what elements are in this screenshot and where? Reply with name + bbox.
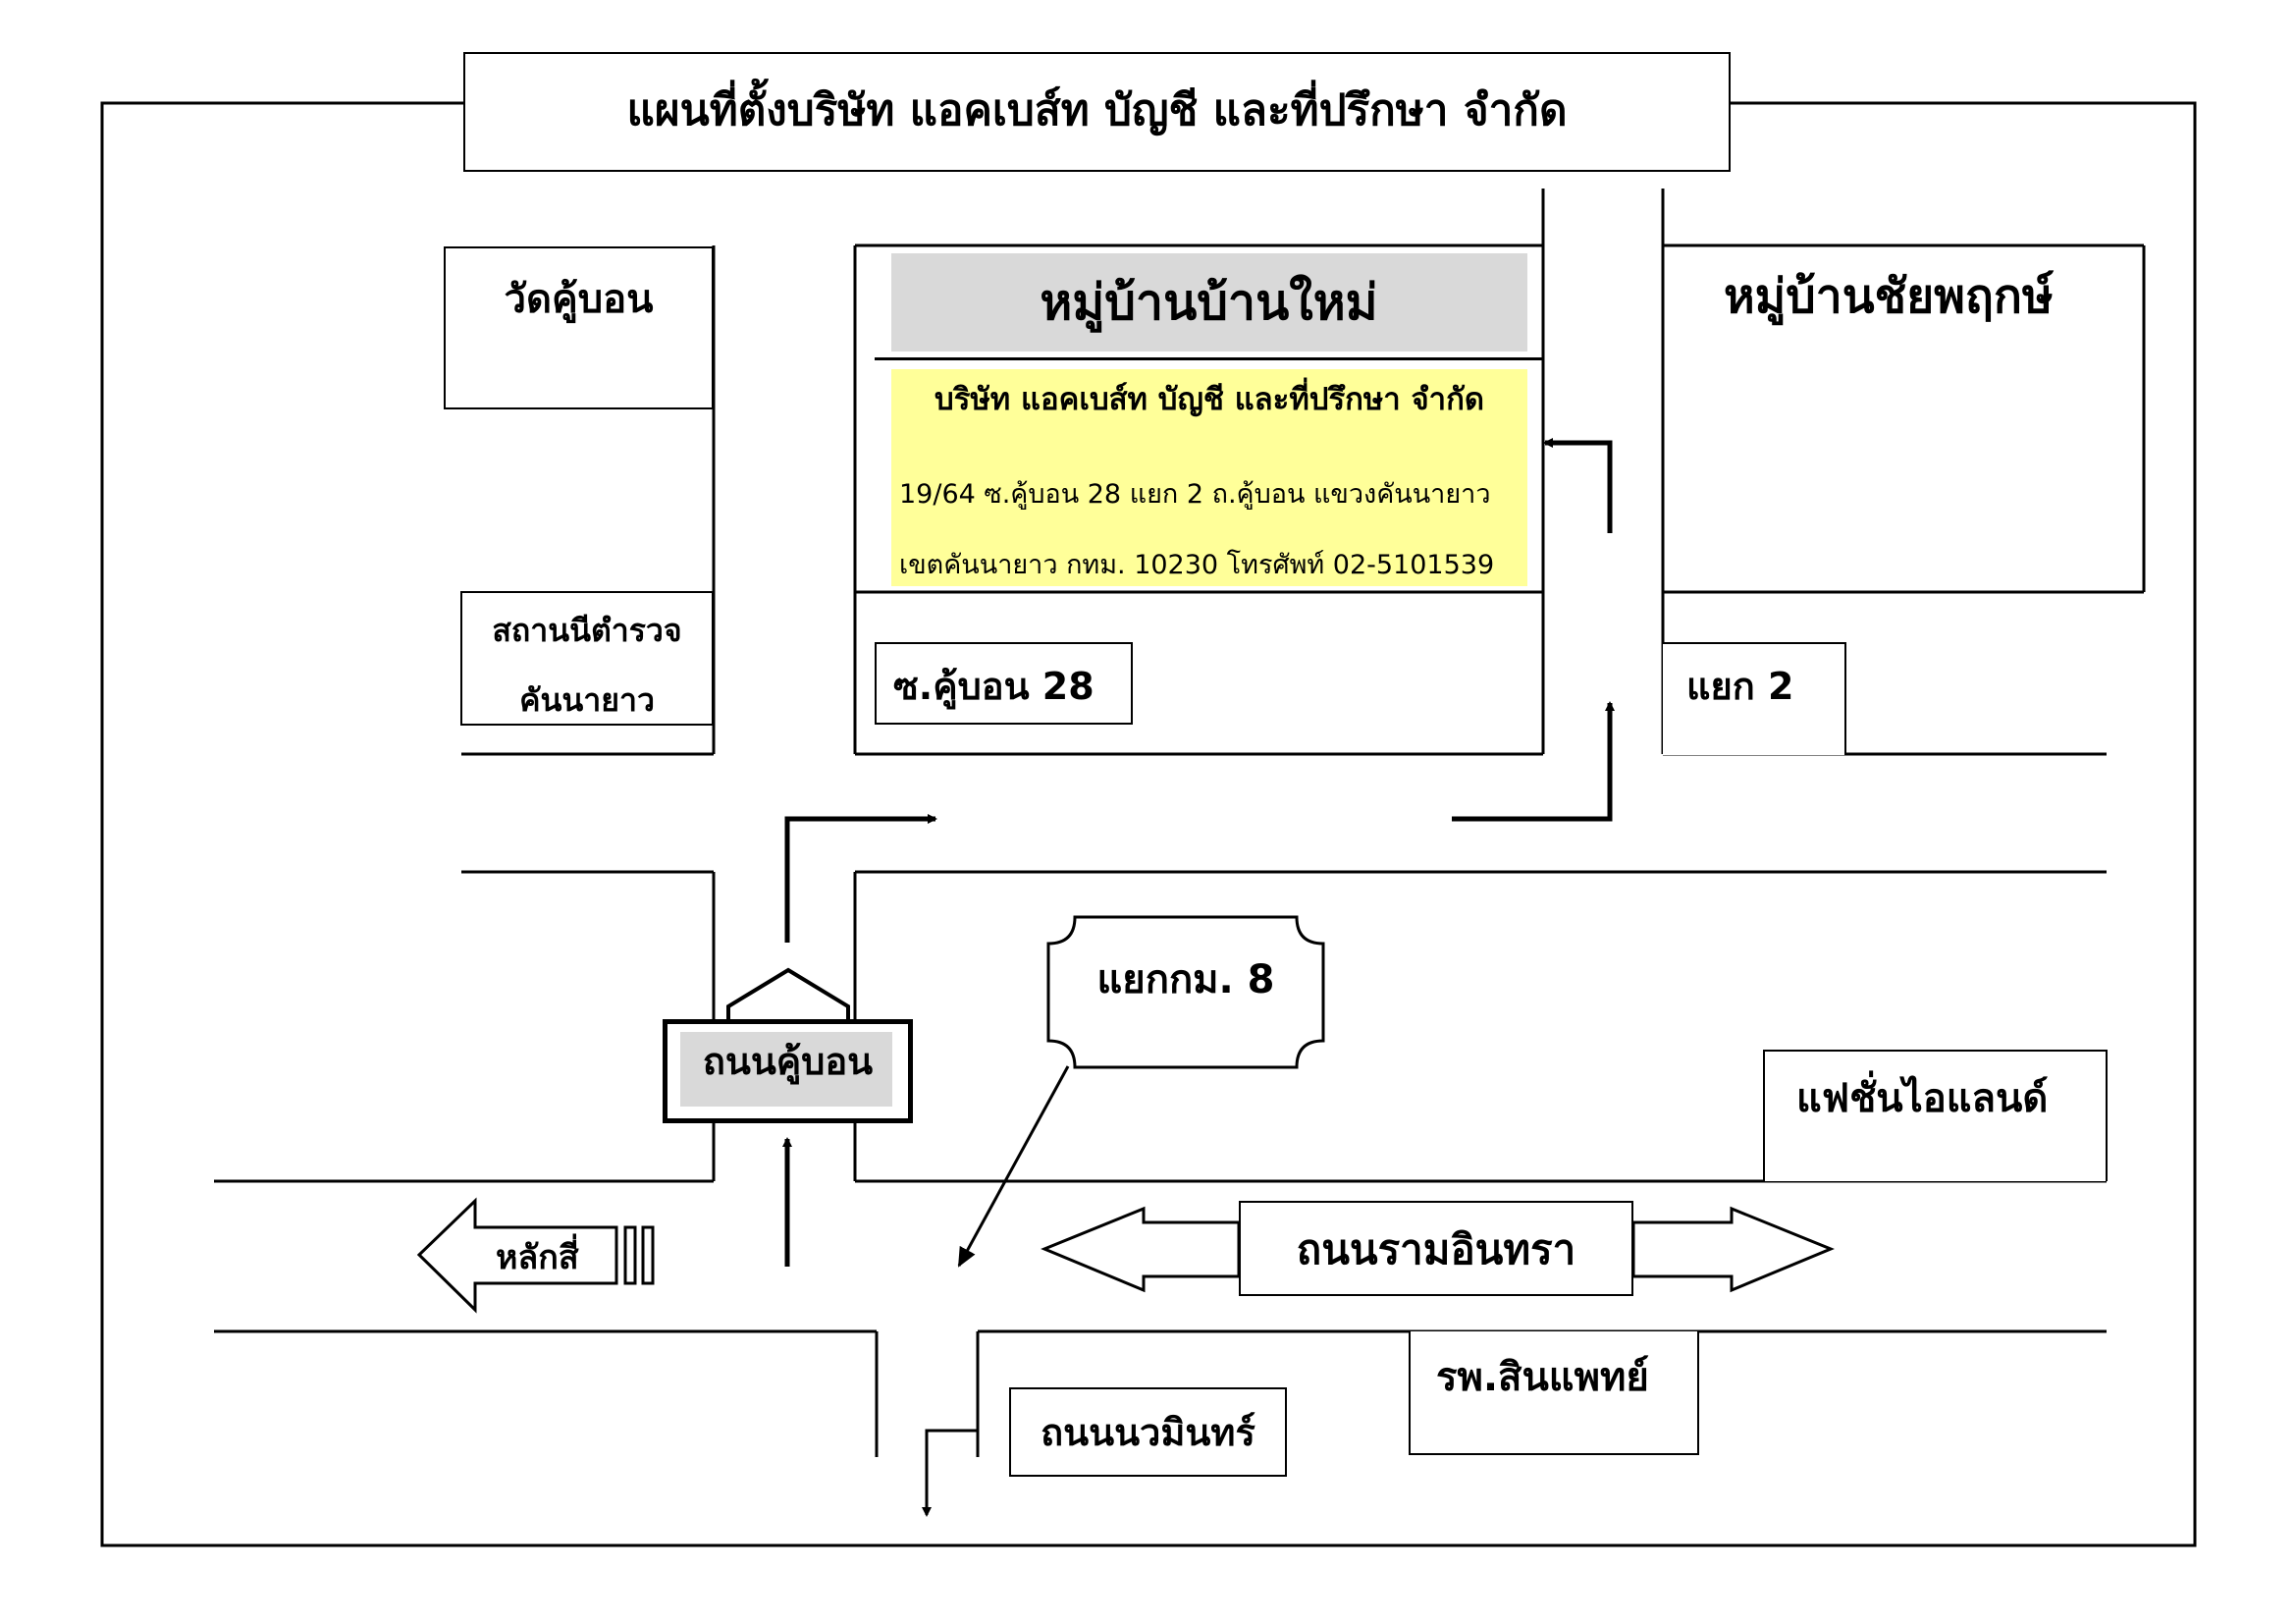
company-name: บริษัท แอคเบส์ท บัญชี และที่ปรึกษา จำกัด bbox=[934, 382, 1484, 417]
khubon-road-label: ถนนคู้บอน bbox=[702, 1040, 874, 1083]
village-chaiyapruek-label: หมู่บ้านชัยพฤกษ์ bbox=[1724, 269, 2054, 324]
lak-si-bar-1 bbox=[623, 1225, 637, 1285]
company-address-line1: 19/64 ซ.คู้บอน 28 แยก 2 ถ.คู้บอน แขวงคัน… bbox=[899, 479, 1491, 510]
soi-khubon-28-box bbox=[875, 642, 1133, 725]
wat-khubon-label: วัดคู้บอน bbox=[504, 277, 654, 322]
police-station-label-line2: คันนายาว bbox=[519, 681, 655, 719]
junction-callout-shape bbox=[1046, 915, 1325, 1069]
route-arrow-nawamin bbox=[922, 1429, 978, 1517]
ramintra-road-label: ถนนรามอินทรา bbox=[1296, 1225, 1576, 1273]
khubon-road-sign-fill bbox=[680, 1032, 892, 1107]
ramintra-left-arrow bbox=[1041, 1206, 1241, 1293]
ramintra-right-arrow bbox=[1631, 1206, 1835, 1293]
outer-frame bbox=[100, 101, 2197, 1547]
route-arrows bbox=[782, 438, 1615, 1517]
company-address-line2: เขตคันนายาว กทม. 10230 โทรศัพท์ 02-51015… bbox=[899, 550, 1495, 580]
lak-si-bar-2 bbox=[641, 1225, 655, 1285]
company-info-box bbox=[891, 369, 1527, 586]
fashion-island-label: แฟชั่นไอแลนด์ bbox=[1796, 1076, 2049, 1121]
route-arrow-turn-right bbox=[784, 814, 937, 943]
nawamin-road-label: ถนนนวมินทร์ bbox=[1041, 1411, 1255, 1454]
village-ban-mai-label: หมู่บ้านบ้านใหม่ bbox=[1040, 274, 1378, 331]
route-arrow-turn-up-branch2 bbox=[1452, 701, 1615, 822]
title-box bbox=[463, 52, 1731, 172]
ramintra-road-box bbox=[1239, 1201, 1633, 1296]
route-arrow-to-company bbox=[1543, 438, 1613, 533]
hospital-label: รพ.สินแพทย์ bbox=[1436, 1355, 1649, 1400]
khubon-road-up-arrow bbox=[726, 967, 850, 1023]
junction-km8-label: แยกกม. 8 bbox=[1096, 957, 1275, 1002]
hospital-box bbox=[1409, 1331, 1699, 1455]
lak-si-label: หลักสี่ bbox=[496, 1238, 579, 1277]
junction-pointer bbox=[957, 1065, 1070, 1268]
branch-2-label: แยก 2 bbox=[1686, 665, 1794, 708]
police-station-box bbox=[460, 591, 714, 726]
road-lines bbox=[214, 189, 2146, 1457]
police-station-label-line1: สถานนีตำรวจ bbox=[492, 612, 682, 649]
village-ban-mai-heading-bg bbox=[891, 253, 1527, 352]
village-ban-mai-heading-underline bbox=[875, 357, 1543, 360]
lak-si-left-arrow bbox=[416, 1197, 618, 1314]
fashion-island-box bbox=[1763, 1050, 2108, 1181]
nawamin-road-box bbox=[1009, 1387, 1287, 1477]
wat-khubon-box bbox=[444, 246, 714, 409]
page-title: แผนที่ตั้งบริษัท แอคเบส์ท บัญชี และที่ปร… bbox=[626, 85, 1568, 135]
soi-khubon-28-label: ซ.คู้บอน 28 bbox=[893, 665, 1095, 708]
branch-2-box bbox=[1663, 642, 1846, 755]
